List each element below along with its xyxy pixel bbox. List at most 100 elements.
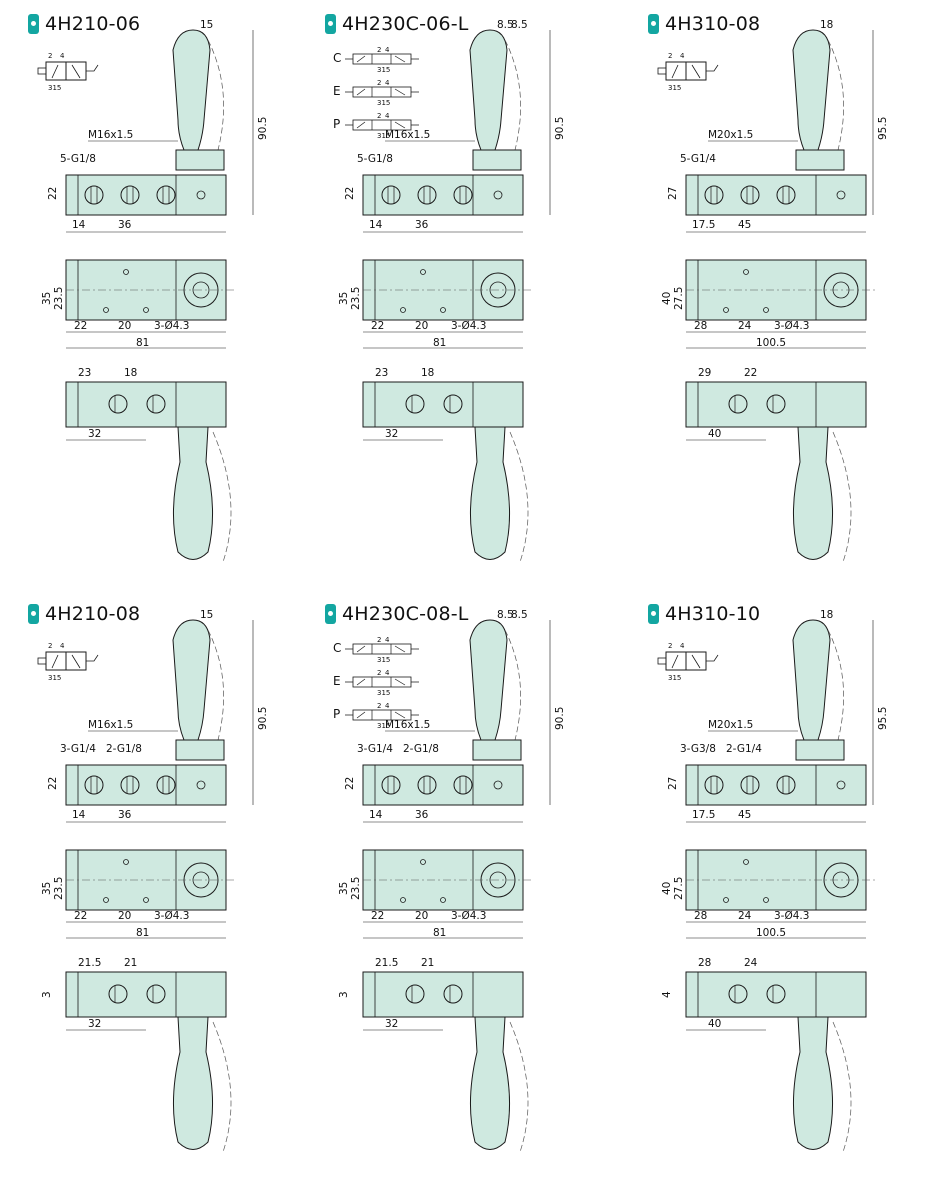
port-hole <box>405 984 425 1004</box>
port-hole <box>728 394 748 414</box>
dim-height: 90.5 <box>554 117 566 140</box>
dim-b: 36 <box>415 219 429 231</box>
dim-mid-h2: 23.5 <box>53 287 65 310</box>
dim-port2: 2-G1/8 <box>106 743 142 755</box>
port-hole <box>381 775 401 795</box>
port-label: 315 <box>377 689 390 697</box>
port-label: 2 <box>377 79 381 87</box>
bullet-icon <box>648 14 659 34</box>
dim-height: 90.5 <box>554 707 566 730</box>
dim-port: 3-G1/4 <box>357 743 393 755</box>
dim-handle: 8.5 <box>497 609 514 621</box>
port-hole <box>704 185 724 205</box>
port-hole <box>704 775 724 795</box>
dim-m2: 20 <box>118 910 131 922</box>
port-label: 4 <box>680 52 685 60</box>
dim-bot2: 21 <box>421 957 434 969</box>
dim-len: 81 <box>136 927 149 939</box>
bullet-icon <box>28 14 39 34</box>
port-label: 315 <box>377 722 390 730</box>
port-label: 2 <box>377 702 381 710</box>
dim-hole: 3-Ø4.3 <box>451 320 486 332</box>
dim-height: 90.5 <box>257 707 269 730</box>
port-label: 315 <box>668 674 681 682</box>
dim-thread: M16x1.5 <box>88 129 133 141</box>
dim-bot3: 32 <box>385 1018 398 1030</box>
dim-mid-h2: 23.5 <box>350 877 362 900</box>
dim-len: 100.5 <box>756 927 786 939</box>
port-hole <box>156 775 176 795</box>
symbol-letter: C <box>333 641 341 655</box>
port-hole <box>453 185 473 205</box>
dim-a: 14 <box>369 809 383 821</box>
port-label: 315 <box>377 132 390 140</box>
panel-title: 4H310-10 <box>648 600 760 628</box>
dim-bot3: 40 <box>708 1018 721 1030</box>
dim-bot1: 28 <box>698 957 711 969</box>
port-label: 315 <box>48 674 61 682</box>
port-label: 4 <box>385 636 390 644</box>
panel-title: 4H230C-08-L <box>325 600 469 628</box>
dim-handle: 18 <box>820 19 833 31</box>
bottom-view: 28 24 40 4 <box>661 957 867 1153</box>
dim-thread: M16x1.5 <box>385 129 430 141</box>
dim-bot2: 21 <box>124 957 137 969</box>
dim-handle: 15 <box>200 19 213 31</box>
dim-height: 90.5 <box>257 117 269 140</box>
port-label: 4 <box>60 52 65 60</box>
model-number: 4H210-08 <box>45 603 141 625</box>
bullet-icon <box>648 604 659 624</box>
dim-mid-h2: 23.5 <box>350 287 362 310</box>
port-label: 2 <box>48 52 52 60</box>
dim-h: 27 <box>667 187 679 200</box>
dim-m2: 20 <box>118 320 131 332</box>
dim-port: 3-G1/4 <box>60 743 96 755</box>
port-hole <box>146 394 166 414</box>
dim-thread: M16x1.5 <box>385 719 430 731</box>
port-hole <box>443 984 463 1004</box>
dim-b: 36 <box>118 219 132 231</box>
symbol-letter: E <box>333 84 341 98</box>
port-hole <box>766 984 786 1004</box>
dim-handle: 8.5 <box>497 19 514 31</box>
dim-side: 4 <box>661 991 673 998</box>
port-label: 4 <box>60 642 65 650</box>
panel-title: 4H230C-06-L <box>325 10 469 38</box>
dim-mid-h2: 23.5 <box>53 877 65 900</box>
port-hole <box>405 394 425 414</box>
port-hole <box>156 185 176 205</box>
model-number: 4H310-08 <box>665 13 761 35</box>
symbol-letter: E <box>333 674 341 688</box>
port-label: 4 <box>385 669 390 677</box>
dim-b: 36 <box>415 809 429 821</box>
dim-port: 5-G1/8 <box>60 153 96 165</box>
bullet-icon <box>325 604 336 624</box>
port-hole <box>120 775 140 795</box>
dim-m2: 20 <box>415 910 428 922</box>
symbol-letter: C <box>333 51 341 65</box>
dim-a: 17.5 <box>692 219 715 231</box>
port-label: 315 <box>377 656 390 664</box>
port-label: 315 <box>668 84 681 92</box>
dim-m1: 22 <box>74 910 87 922</box>
dim-bot2: 24 <box>744 957 758 969</box>
port-label: 2 <box>377 636 381 644</box>
dim-side: 3 <box>338 991 350 998</box>
dim-mid-h2: 27.5 <box>673 877 685 900</box>
symbol-letter: P <box>333 117 340 131</box>
dim-h: 27 <box>667 777 679 790</box>
dim-a: 17.5 <box>692 809 715 821</box>
